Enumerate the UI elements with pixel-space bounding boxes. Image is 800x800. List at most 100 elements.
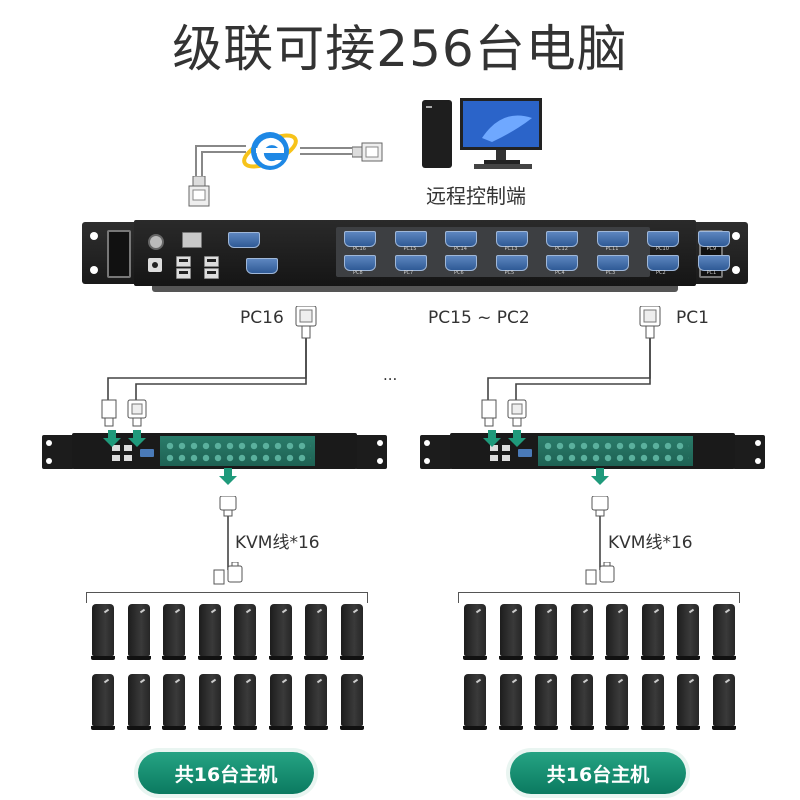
vga-out-port [246, 258, 278, 274]
usb-port [204, 268, 219, 279]
host-computer-icon [126, 604, 151, 660]
vga-port-pc8 [344, 255, 376, 271]
remote-control-label: 远程控制端 [426, 184, 526, 208]
host-computer-icon [569, 604, 594, 660]
vga-connector-icon [219, 496, 237, 517]
port-label: PC4 [555, 270, 565, 276]
reset-button [148, 234, 164, 250]
host-computer-icon [268, 674, 293, 730]
vga-port-pc3 [596, 255, 629, 271]
usb-vga-connectors-right [481, 399, 527, 427]
host-computer-icon [268, 604, 293, 660]
host-computer-icon [534, 604, 558, 660]
port-label: PC15 [403, 246, 417, 252]
port-label: PC7 [403, 270, 414, 276]
port-label: PC9 [706, 246, 717, 252]
host-computer-icon [605, 674, 629, 730]
vga-port-pc5 [495, 255, 528, 271]
host-computer-icon [91, 604, 115, 660]
usb-port [204, 256, 219, 267]
rack-ear-left [82, 222, 137, 284]
host-computer-icon [498, 674, 523, 730]
port-label: PC14 [454, 246, 467, 252]
port-label: PC16 [353, 246, 366, 252]
host-count-badge-right: 共16台主机 [510, 752, 686, 794]
pc16-label: PC16 [240, 308, 284, 328]
vga-port-pc12 [546, 231, 578, 247]
host-computer-icon [676, 604, 700, 660]
host-computer-icon [605, 604, 629, 660]
host-computer-icon [711, 604, 736, 660]
host-computer-icon [569, 674, 594, 730]
page-title: 级联可接256台电脑 [172, 20, 628, 78]
ethernet-plug-icon [188, 176, 210, 207]
usb-vga-connectors [585, 562, 615, 585]
host-computer-icon [640, 604, 665, 660]
cascade-kvm-left [42, 433, 387, 473]
vga-port-pc1 [697, 255, 730, 271]
host-computer-icon [463, 674, 487, 730]
vga-port-pc14 [445, 231, 477, 247]
port-label: PC8 [353, 270, 363, 276]
vga-port-pc11 [596, 231, 629, 247]
kvm-cable-label-left: KVM线*16 [235, 533, 320, 553]
vga-port-pc10 [647, 231, 679, 247]
host-computer-icon [304, 604, 328, 660]
host-computer-icon [233, 674, 257, 730]
host-computer-icon [197, 674, 222, 730]
usb-port [176, 256, 191, 267]
usb-vga-connectors [213, 562, 243, 585]
port-label: PC10 [656, 246, 669, 252]
port-label: PC5 [504, 270, 515, 276]
host-count-badge-left: 共16台主机 [138, 752, 314, 794]
host-computer-icon [463, 604, 487, 660]
vga-console-port [228, 232, 260, 248]
port-label: PC6 [454, 270, 464, 276]
cascade-kvm-right [420, 433, 765, 473]
host-computer-icon [233, 604, 257, 660]
host-computer-icon [339, 604, 364, 660]
vga-connector-icon [591, 496, 609, 517]
network-port [182, 232, 202, 248]
ellipsis-label: ... [383, 366, 398, 384]
host-computer-icon [339, 674, 364, 730]
host-computer-icon [91, 674, 115, 730]
host-computer-icon [162, 604, 186, 660]
host-computer-icon [676, 674, 700, 730]
port-label: PC11 [605, 246, 619, 252]
host-group-bracket-left [86, 592, 368, 603]
vga-port-pc4 [546, 255, 578, 271]
kvm-cable-label-right: KVM线*16 [608, 533, 693, 553]
desktop-computer-icon [422, 98, 542, 169]
pc1-label: PC1 [676, 308, 709, 328]
port-label: PC13 [504, 246, 518, 252]
host-computer-icon [162, 674, 186, 730]
vga-port-pc13 [495, 231, 528, 247]
vga-port-pc6 [445, 255, 477, 271]
host-computer-icon [304, 674, 328, 730]
port-label: PC2 [656, 270, 666, 276]
port-label: PC1 [706, 270, 717, 276]
host-computer-icon [498, 604, 523, 660]
ethernet-plug-icon [352, 142, 383, 162]
vga-port-pc9 [697, 231, 730, 247]
host-group-bracket-right [458, 592, 740, 603]
host-computer-icon [126, 674, 151, 730]
dc-power-port [148, 258, 162, 272]
vga-port-pc16 [344, 231, 376, 247]
vga-port-pc15 [394, 231, 427, 247]
host-computer-icon [197, 604, 222, 660]
vga-port-pc7 [394, 255, 427, 271]
port-label: PC3 [605, 270, 616, 276]
host-computer-icon [711, 674, 736, 730]
vga-connector-icon [639, 306, 661, 339]
vga-port-pc2 [647, 255, 679, 271]
pc-range-label: PC15 ~ PC2 [428, 308, 530, 328]
internet-explorer-icon [242, 132, 298, 170]
